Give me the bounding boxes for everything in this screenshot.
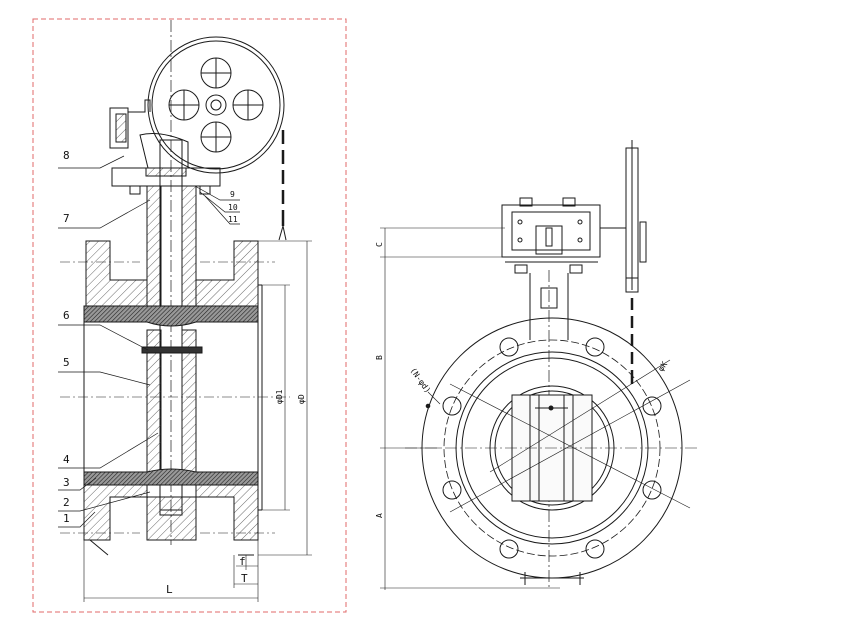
handwheel bbox=[147, 36, 285, 174]
section-view-frame bbox=[32, 18, 347, 613]
callout-2: 2 bbox=[63, 496, 70, 509]
dim-D1: φD1 bbox=[275, 389, 284, 404]
dim-C: C bbox=[375, 242, 384, 247]
callout-6: 6 bbox=[63, 309, 70, 322]
dim-T: T bbox=[241, 572, 248, 585]
callout-5: 5 bbox=[63, 356, 70, 369]
callout-3: 3 bbox=[63, 476, 70, 489]
callout-9: 9 bbox=[230, 190, 235, 199]
callout-1: 1 bbox=[63, 512, 70, 525]
callout-11: 11 bbox=[228, 215, 238, 224]
section-view bbox=[32, 18, 347, 613]
section-dimensions: L f T φD1 φD bbox=[166, 389, 306, 596]
dim-D: φD bbox=[297, 394, 306, 404]
callout-8: 8 bbox=[63, 149, 70, 162]
dim-f: f bbox=[239, 555, 246, 568]
dim-A: A bbox=[375, 513, 384, 518]
callout-4: 4 bbox=[63, 453, 70, 466]
callout-10: 10 bbox=[228, 203, 238, 212]
callouts: 8 7 6 5 4 3 2 1 9 10 11 bbox=[63, 149, 238, 525]
dim-B: B bbox=[375, 355, 384, 360]
callout-7: 7 bbox=[63, 212, 70, 225]
dim-L: L bbox=[166, 583, 173, 596]
front-view bbox=[380, 140, 700, 590]
dim-bolts: (N-φd) bbox=[408, 366, 432, 395]
